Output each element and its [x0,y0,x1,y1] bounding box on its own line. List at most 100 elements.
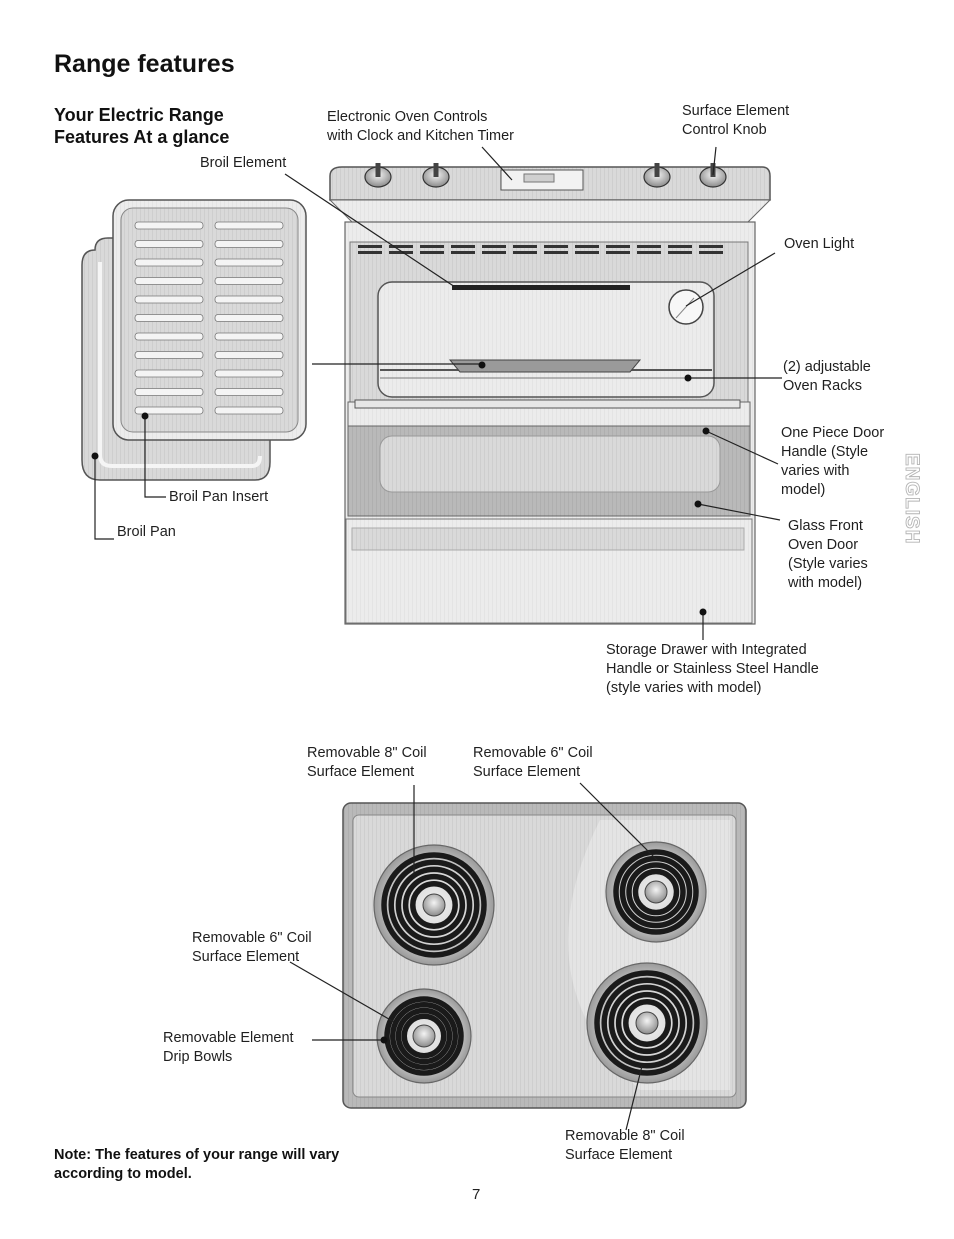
oven-vent [606,251,630,254]
label-drip-bowls-line-1: Removable Element [163,1030,294,1046]
label-front-right-line-2: Surface Element [565,1147,673,1163]
broil-pan-insert-drawing [112,199,307,441]
oven-vent [482,251,506,254]
label-door-handle-line-2: Handle (Style [781,444,869,460]
label-oven-controls-line-1: Electronic Oven Controls [327,109,488,125]
label-rear-right-line-2: Surface Element [473,764,581,780]
label-storage-drawer: Storage Drawer with Integrated Handle or… [606,641,819,698]
insert-slot [134,240,204,248]
insert-slot [214,369,284,378]
coil-center [635,1011,659,1035]
coil-center [644,880,668,904]
coil-ring [626,862,686,922]
insert-slot [214,351,284,359]
oven-vent [544,245,568,248]
label-broil-element: Broil Element [200,155,287,171]
page-number: 7 [472,1186,481,1203]
oven-vent [389,245,413,248]
range-leader-lines [94,146,782,640]
oven-vent [513,245,537,248]
label-front-right-line-1: Removable 8" Coil [565,1128,685,1144]
oven-vent [637,251,661,254]
insert-slot [214,406,284,415]
label-drip-bowls-line-2: Drip Bowls [163,1049,233,1065]
label-rear-left-element: Removable 8" Coil Surface Element [307,744,427,782]
label-oven-light: Oven Light [784,236,855,252]
label-door-handle-line-1: One Piece Door [781,425,885,441]
label-storage-drawer-line-1: Storage Drawer with Integrated [606,642,807,658]
oven-vent [575,245,599,248]
insert-slot [214,295,284,304]
insert-slot [134,221,204,230]
knob-pointer [654,163,660,177]
label-glass-door-line-3: (Style varies [788,556,868,572]
label-oven-racks: (2) adjustable Oven Racks [783,358,871,396]
label-oven-racks-line-1: (2) adjustable [783,359,871,375]
label-glass-door-line-4: with model) [788,575,863,591]
insert-slot [214,332,284,341]
oven-vent [513,251,537,254]
oven-vent [544,251,568,254]
label-front-left-line-1: Removable 6" Coil [192,930,312,946]
model-note-line-2: according to model. [54,1166,192,1182]
insert-slot [134,369,204,378]
oven-vent [575,251,599,254]
oven-vent [637,245,661,248]
model-note: Note: The features of your range will va… [54,1146,339,1184]
page-title: Range features [54,50,235,78]
language-side-tab: ENGLISH [901,453,923,545]
insert-slot [134,351,204,359]
oven-vent [420,251,444,254]
coil-ring [388,859,480,951]
label-oven-controls-line-2: with Clock and Kitchen Timer [327,128,514,144]
knob-pointer [375,163,381,177]
label-door-handle-line-4: model) [781,482,826,498]
label-surface-knob-line-2: Control Knob [682,122,767,138]
label-surface-knob-line-1: Surface Element [682,103,790,119]
oven-vent [389,251,413,254]
coil-ring [395,1007,453,1065]
label-rear-right-line-1: Removable 6" Coil [473,745,593,761]
coil-ring [623,999,671,1047]
model-note-line-1: Note: The features of your range will va… [54,1147,340,1163]
insert-slot [134,258,204,267]
oven-vent [451,251,475,254]
cooktop-leader-dots [380,1036,388,1044]
insert-slot [214,258,284,267]
label-rear-left-line-1: Removable 8" Coil [307,745,427,761]
label-front-right-element: Removable 8" Coil Surface Element [565,1127,685,1165]
coil-ring [632,868,680,916]
insert-slot [214,314,284,322]
label-broil-pan: Broil Pan [117,524,176,540]
cooktop-drawing [342,802,747,1109]
insert-slot [214,388,284,396]
label-rear-left-line-2: Surface Element [307,764,415,780]
label-front-left-line-2: Surface Element [192,949,300,965]
insert-slot [134,388,204,396]
range-leader-dots [91,361,710,616]
oven-vent [358,245,382,248]
language-side-tab-text: ENGLISH [901,453,922,544]
section-subtitle: Your Electric Range Features At a glance [54,104,229,148]
coil-ring [381,852,487,958]
label-glass-door-line-1: Glass Front [788,518,863,534]
oven-vent [699,245,723,248]
label-storage-drawer-line-2: Handle or Stainless Steel Handle [606,661,819,677]
oven-vent [668,245,692,248]
coil-ring [410,881,458,929]
label-front-left-element: Removable 6" Coil Surface Element [192,929,312,967]
label-broil-pan-insert: Broil Pan Insert [169,489,269,505]
insert-slot [134,295,204,304]
oven-vent [451,245,475,248]
coil-ring [613,849,699,935]
coil-center [422,893,446,917]
coil-ring [594,970,700,1076]
oven-vent [668,251,692,254]
insert-slot [134,406,204,415]
label-surface-knob: Surface Element Control Knob [682,102,789,140]
knob-pointer [433,163,439,177]
oven-vent [420,245,444,248]
coil-ring [390,1002,458,1070]
insert-slot [134,314,204,322]
